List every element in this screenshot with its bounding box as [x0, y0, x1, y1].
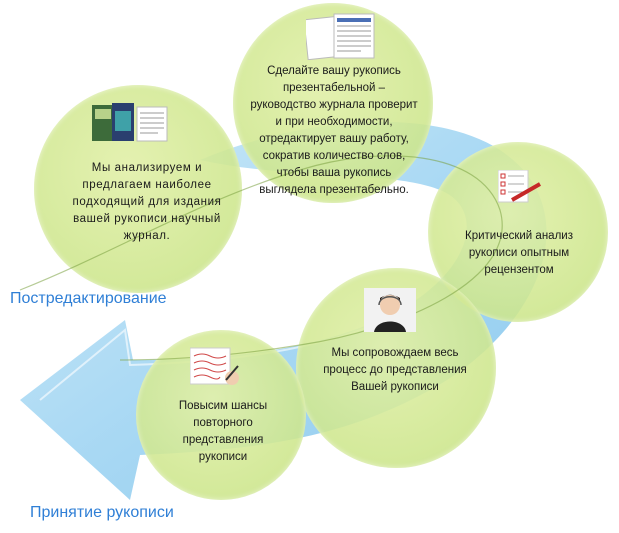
acceptance-label: Принятие рукописи [30, 504, 174, 521]
document-pages-icon [306, 13, 375, 60]
step-text-peer-review: Критический анализ рукописи опытным реце… [465, 230, 573, 276]
support-operator-icon [364, 288, 416, 332]
step-text-journal-selection: Мы анализируем и предлагаем наиболее под… [72, 162, 222, 242]
step-text-editing: Сделайте вашу рукопись презентабельной –… [250, 65, 418, 196]
journal-covers-icon [92, 103, 168, 142]
step-text-support: Мы сопровождаем весь процесс до представ… [323, 347, 467, 393]
step-text-resubmission: Повысим шансы повторного представления р… [178, 400, 268, 463]
post-editing-label: Постредактирование [10, 290, 167, 307]
handwritten-notes-icon [190, 347, 239, 385]
connector-path [19, 155, 503, 361]
checklist-pen-icon [498, 170, 541, 203]
